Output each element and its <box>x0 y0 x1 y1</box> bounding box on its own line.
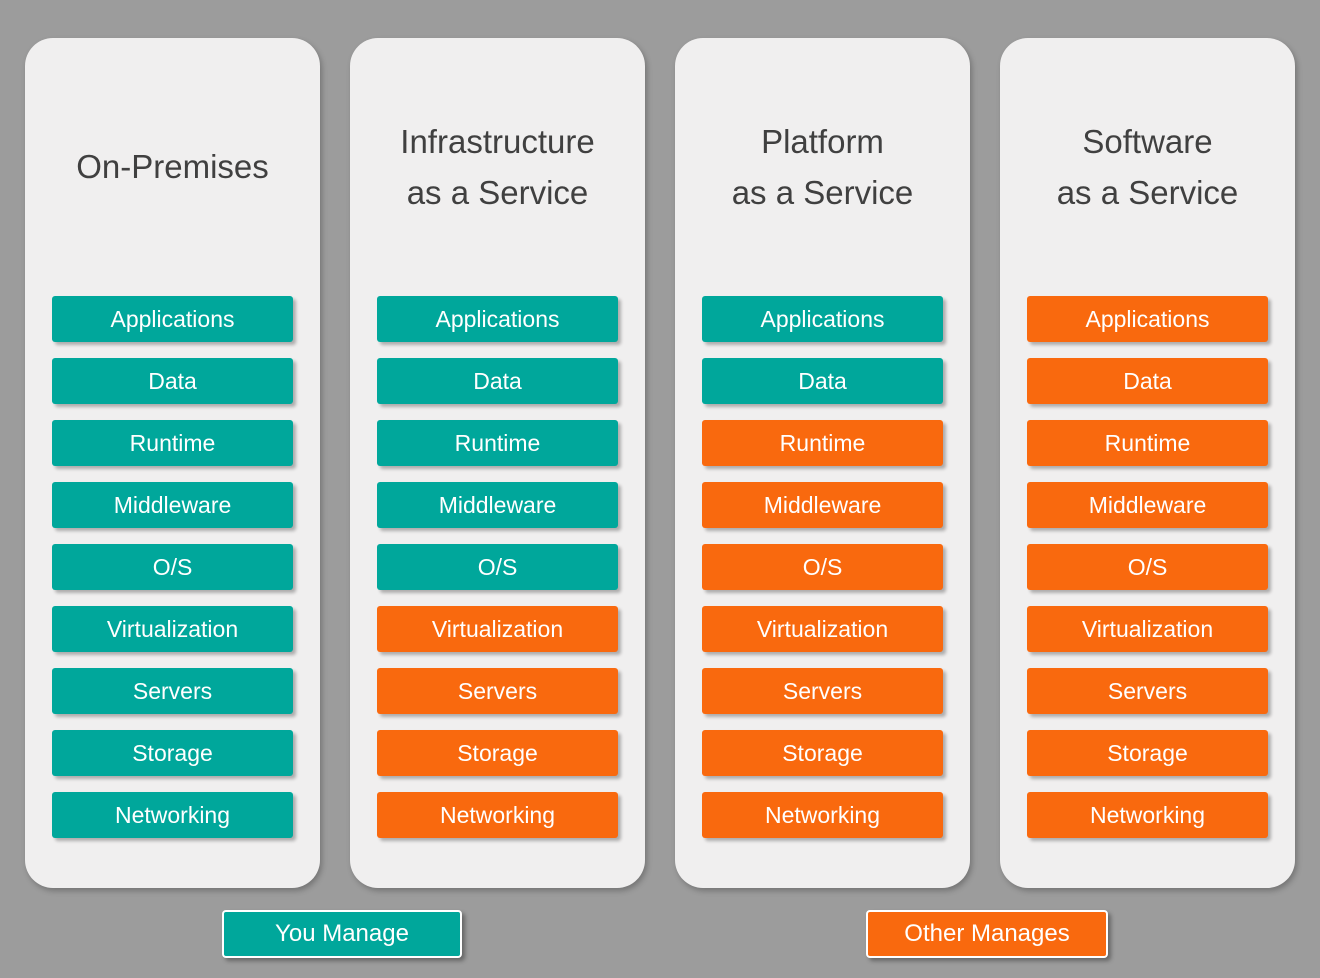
column-title: Software as a Service <box>1027 38 1268 296</box>
layer-networking: Networking <box>1027 792 1268 838</box>
layer-middleware: Middleware <box>702 482 943 528</box>
layer-applications: Applications <box>52 296 293 342</box>
column-title-line: as a Service <box>731 174 914 211</box>
column-title-line: On-Premises <box>76 148 269 186</box>
layer-storage: Storage <box>1027 730 1268 776</box>
layer-middleware: Middleware <box>52 482 293 528</box>
layer-stack: Applications Data Runtime Middleware O/S… <box>702 296 943 838</box>
layer-networking: Networking <box>52 792 293 838</box>
layer-stack: Applications Data Runtime Middleware O/S… <box>52 296 293 838</box>
column-title-line: Platform <box>761 122 884 160</box>
column-iaas: Infrastructure as a Service Applications… <box>350 38 645 888</box>
column-title: Infrastructure as a Service <box>377 38 618 296</box>
column-title-line: Infrastructure <box>400 122 595 160</box>
layer-middleware: Middleware <box>1027 482 1268 528</box>
layer-virtualization: Virtualization <box>702 606 943 652</box>
layer-runtime: Runtime <box>52 420 293 466</box>
layer-applications: Applications <box>1027 296 1268 342</box>
layer-os: O/S <box>377 544 618 590</box>
layer-data: Data <box>377 358 618 404</box>
layer-applications: Applications <box>377 296 618 342</box>
layer-servers: Servers <box>377 668 618 714</box>
layer-networking: Networking <box>702 792 943 838</box>
column-title: Platform as a Service <box>702 38 943 296</box>
layer-storage: Storage <box>377 730 618 776</box>
layer-stack: Applications Data Runtime Middleware O/S… <box>377 296 618 838</box>
column-title-line: as a Service <box>1056 174 1239 211</box>
layer-servers: Servers <box>702 668 943 714</box>
layer-storage: Storage <box>702 730 943 776</box>
layer-runtime: Runtime <box>1027 420 1268 466</box>
legend-you-manage: You Manage <box>222 910 462 958</box>
layer-virtualization: Virtualization <box>52 606 293 652</box>
column-on-premises: On-Premises Applications Data Runtime Mi… <box>25 38 320 888</box>
layer-middleware: Middleware <box>377 482 618 528</box>
column-paas: Platform as a Service Applications Data … <box>675 38 970 888</box>
layer-applications: Applications <box>702 296 943 342</box>
layer-os: O/S <box>1027 544 1268 590</box>
legend-other-manages: Other Manages <box>866 910 1108 958</box>
column-title: On-Premises <box>52 38 293 296</box>
layer-data: Data <box>52 358 293 404</box>
layer-servers: Servers <box>1027 668 1268 714</box>
column-title-line: Software <box>1082 122 1213 160</box>
layer-data: Data <box>1027 358 1268 404</box>
layer-servers: Servers <box>52 668 293 714</box>
column-saas: Software as a Service Applications Data … <box>1000 38 1295 888</box>
layer-runtime: Runtime <box>702 420 943 466</box>
column-title-line: as a Service <box>406 174 589 211</box>
layer-storage: Storage <box>52 730 293 776</box>
layer-networking: Networking <box>377 792 618 838</box>
layer-data: Data <box>702 358 943 404</box>
layer-stack: Applications Data Runtime Middleware O/S… <box>1027 296 1268 838</box>
layer-os: O/S <box>702 544 943 590</box>
layer-os: O/S <box>52 544 293 590</box>
layer-virtualization: Virtualization <box>377 606 618 652</box>
legend: You Manage Other Manages <box>0 888 1320 978</box>
layer-virtualization: Virtualization <box>1027 606 1268 652</box>
service-model-diagram: On-Premises Applications Data Runtime Mi… <box>25 38 1295 888</box>
layer-runtime: Runtime <box>377 420 618 466</box>
